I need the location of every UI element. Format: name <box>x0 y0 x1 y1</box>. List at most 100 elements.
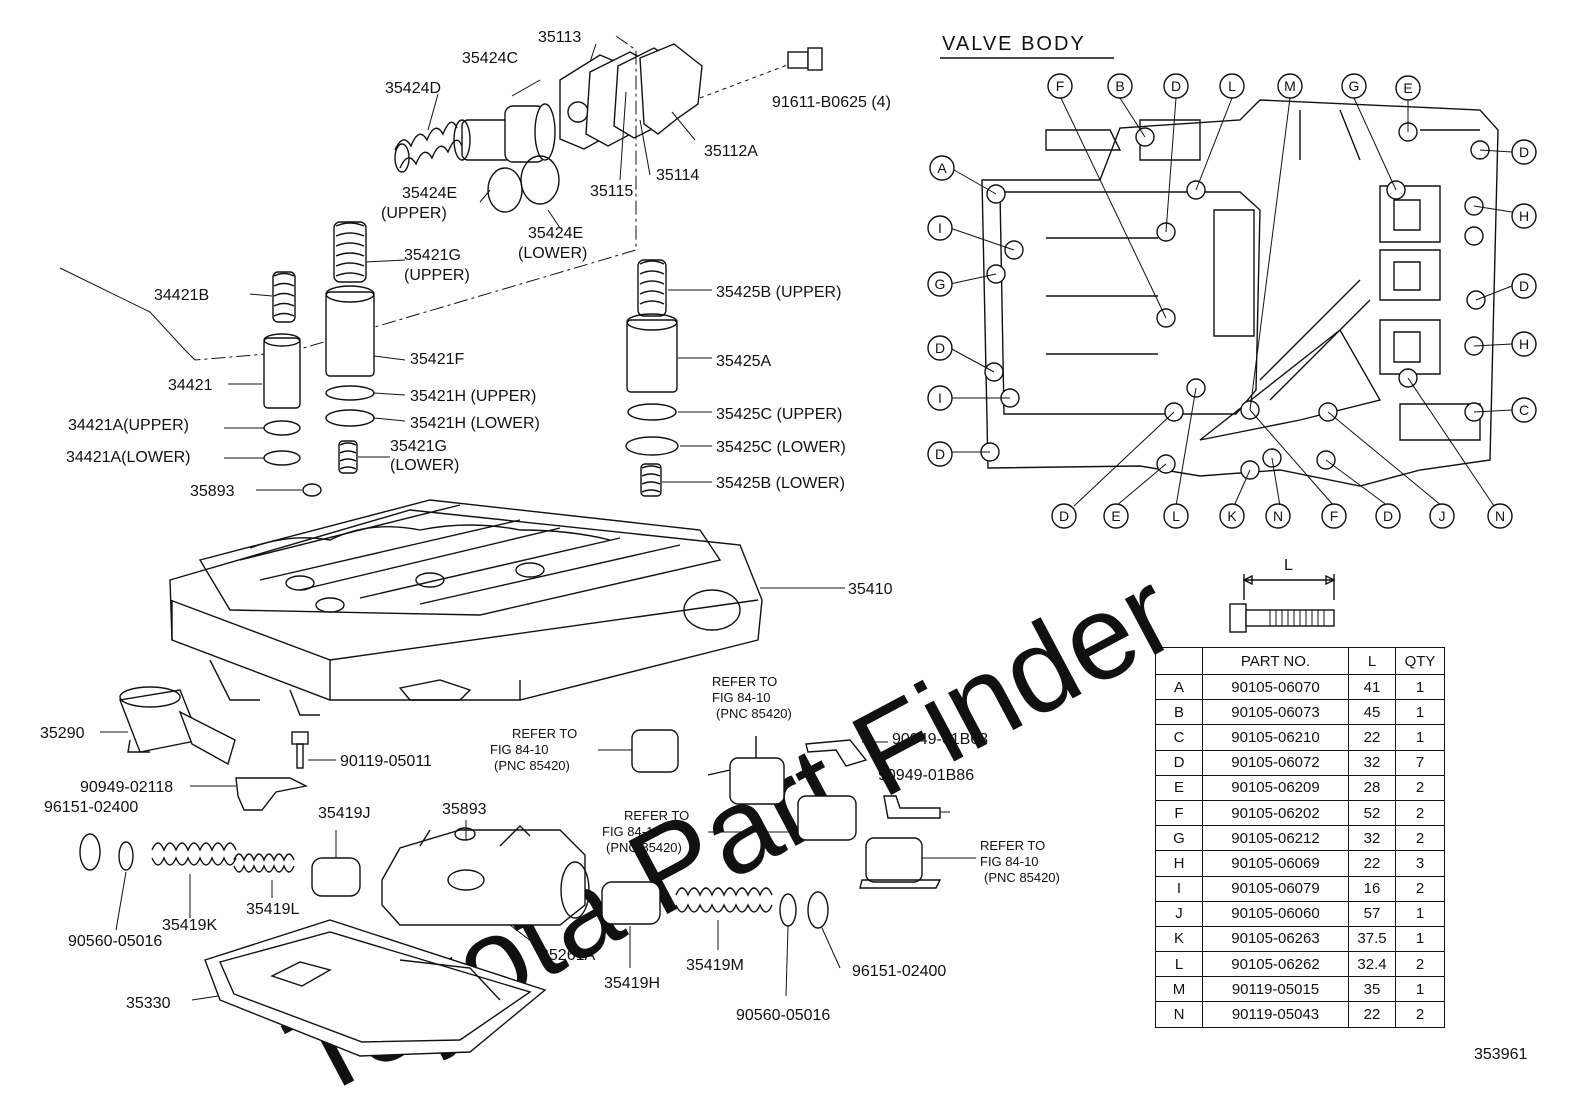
valve-body-35410-drawing <box>169 499 845 716</box>
label-96151-02400-right: 96151-02400 <box>852 963 946 980</box>
cell-length: 32 <box>1348 749 1396 776</box>
shift-solenoids-drawing <box>598 729 976 889</box>
o-ring-35424e-upper-drawing <box>487 167 523 213</box>
label-35424e-lower-num: 35424E <box>528 225 583 242</box>
callout-j-bottom: J <box>1429 503 1455 529</box>
svg-text:H: H <box>1519 336 1529 352</box>
cell-length: 22 <box>1348 724 1396 751</box>
cell-qty: 2 <box>1395 825 1445 852</box>
svg-text:C: C <box>1519 402 1529 418</box>
header-qty: QTY <box>1395 647 1445 675</box>
callout-k-bottom: K <box>1219 503 1245 529</box>
oil-pan-35330-drawing <box>191 919 547 1057</box>
callout-d-top: D <box>1163 73 1189 99</box>
label-35114: 35114 <box>656 167 699 184</box>
refer-note-3: REFER TO FIG 84-10 (PNC 85420) <box>602 808 689 855</box>
label-90119-05011: 90119-05011 <box>340 753 432 770</box>
cell-key: C <box>1155 724 1203 751</box>
label-35425b-upper: 35425B (UPPER) <box>716 284 841 301</box>
callout-d-right-2: D <box>1511 273 1537 299</box>
svg-text:(PNC 85420): (PNC 85420) <box>716 706 792 721</box>
callout-l-top: L <box>1219 73 1245 99</box>
cell-part-no: 90119-05015 <box>1202 976 1349 1003</box>
o-ring-35424e-lower-drawing <box>520 155 560 205</box>
cell-length: 16 <box>1348 875 1396 902</box>
cell-key: M <box>1155 976 1203 1003</box>
label-35330: 35330 <box>126 995 171 1012</box>
cell-qty: 2 <box>1395 774 1445 801</box>
label-90560-05016-left: 90560-05016 <box>68 933 162 950</box>
callout-f-bottom: F <box>1321 503 1347 529</box>
callout-n-bottom: N <box>1265 503 1291 529</box>
cell-length: 32.4 <box>1348 951 1396 978</box>
label-90949-02118: 90949-02118 <box>80 779 173 796</box>
cell-qty: 1 <box>1395 925 1445 953</box>
svg-text:(PNC 85420): (PNC 85420) <box>494 758 570 773</box>
label-35419h: 35419H <box>604 975 660 992</box>
callout-markers: F B D L M G E A I G D I D D H D H C D E … <box>927 73 1537 529</box>
callout-m-top: M <box>1277 73 1303 99</box>
cell-length: 35 <box>1348 976 1396 1003</box>
svg-text:H: H <box>1519 208 1529 224</box>
label-35421h-upper: 35421H (UPPER) <box>410 388 536 405</box>
cell-qty: 2 <box>1395 875 1445 902</box>
cell-part-no: 90119-05043 <box>1202 1001 1349 1028</box>
svg-text:REFER TO: REFER TO <box>980 838 1045 853</box>
label-35421h-lower: 35421H (LOWER) <box>410 415 540 432</box>
svg-text:G: G <box>1349 78 1360 94</box>
header-key <box>1155 647 1203 675</box>
label-35115: 35115 <box>590 183 633 200</box>
callout-d-left: D <box>927 335 953 361</box>
svg-text:K: K <box>1227 508 1237 524</box>
cell-part-no: 90105-06060 <box>1202 900 1349 927</box>
svg-text:D: D <box>1519 278 1529 294</box>
svg-text:F: F <box>1330 508 1339 524</box>
label-35419k: 35419K <box>162 917 217 934</box>
svg-text:D: D <box>1171 78 1181 94</box>
callout-c-right: C <box>1511 397 1537 423</box>
cell-qty: 2 <box>1395 951 1445 978</box>
cell-part-no: 90105-06202 <box>1202 799 1349 827</box>
svg-text:D: D <box>935 340 945 356</box>
cell-part-no: 90105-06212 <box>1202 825 1349 852</box>
cell-key: N <box>1155 1001 1203 1028</box>
section-title: VALVE BODY <box>942 33 1086 55</box>
label-35425c-upper: 35425C (UPPER) <box>716 406 842 423</box>
label-35425a: 35425A <box>716 353 771 370</box>
cell-part-no: 90105-06079 <box>1202 875 1349 902</box>
label-35425b-lower: 35425B (LOWER) <box>716 475 845 492</box>
svg-text:E: E <box>1111 508 1120 524</box>
cell-length: 28 <box>1348 774 1396 801</box>
cell-length: 22 <box>1348 1001 1396 1028</box>
bolt-91611-drawing <box>699 47 823 99</box>
label-90560-05016-right: 90560-05016 <box>736 1007 830 1024</box>
cell-length: 52 <box>1348 799 1396 827</box>
svg-text:FIG 84-10: FIG 84-10 <box>980 854 1039 869</box>
header-length: L <box>1348 647 1396 675</box>
cell-key: E <box>1155 774 1203 801</box>
cover-35112a-drawing <box>639 43 703 135</box>
callout-g-left: G <box>927 271 953 297</box>
label-35421g-upper-num: 35421G <box>404 247 461 264</box>
callout-g-top: G <box>1341 73 1367 99</box>
callout-a-left: A <box>929 155 955 181</box>
label-35410: 35410 <box>848 581 893 598</box>
svg-text:FIG 84-10: FIG 84-10 <box>712 690 771 705</box>
accumulator-left-column-drawing <box>224 221 406 497</box>
cell-part-no: 90105-06209 <box>1202 774 1349 801</box>
svg-text:REFER TO: REFER TO <box>512 726 577 741</box>
svg-text:N: N <box>1495 508 1505 524</box>
svg-text:B: B <box>1115 78 1124 94</box>
callout-l-bottom: L <box>1163 503 1189 529</box>
label-34421: 34421 <box>168 377 213 394</box>
valve-body-plan-drawing <box>949 95 1513 507</box>
callout-e-top: E <box>1395 75 1421 101</box>
